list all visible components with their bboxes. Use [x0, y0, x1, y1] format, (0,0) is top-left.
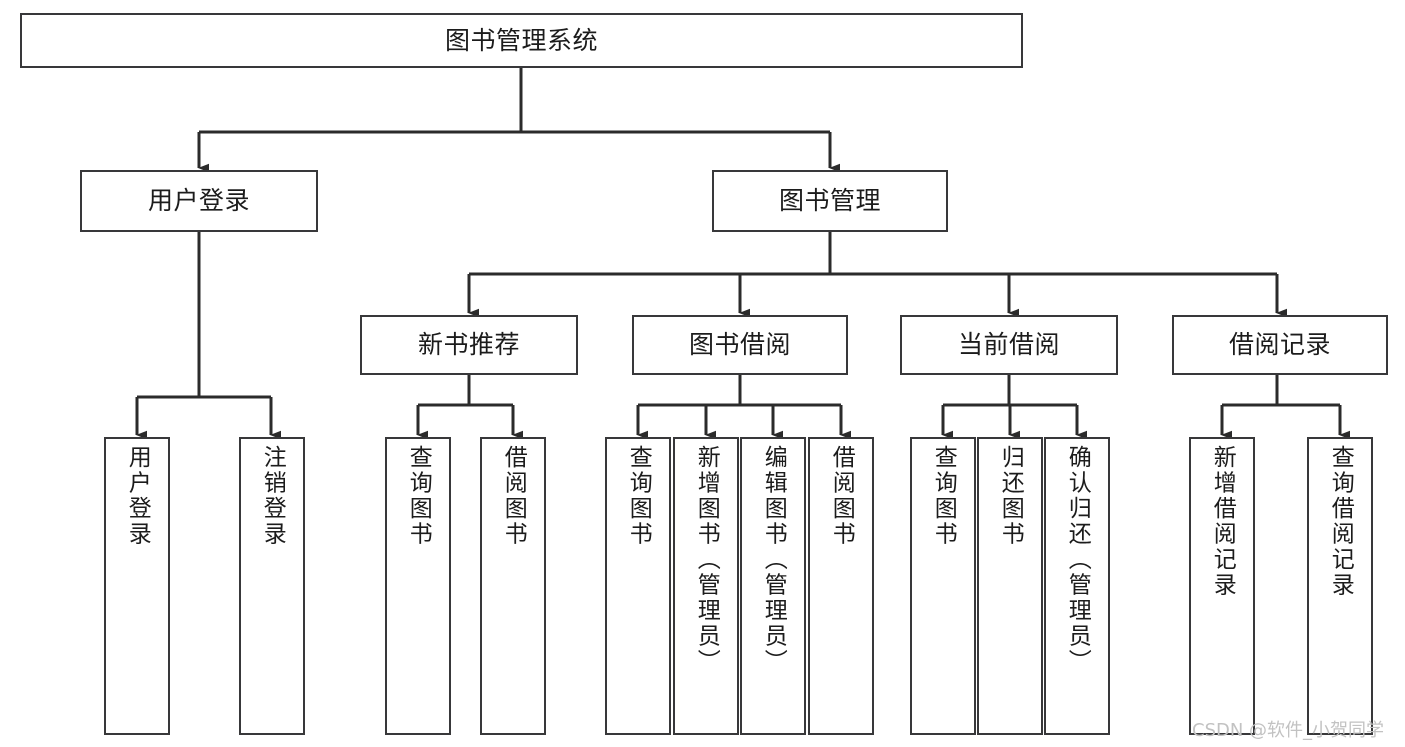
node-root-label: 图书管理系统: [444, 25, 598, 55]
node-leaf-query-book-1-label: 查询图书: [405, 445, 432, 547]
node-leaf-borrow-book-2[interactable]: 借阅图书: [808, 437, 874, 735]
node-leaf-confirm-return[interactable]: 确认归还（管理员）: [1044, 437, 1110, 735]
node-leaf-edit-book-label: 编辑图书（管理员）: [760, 445, 787, 675]
node-user-login[interactable]: 用户登录: [80, 170, 318, 232]
node-leaf-return-book[interactable]: 归还图书: [977, 437, 1043, 735]
node-leaf-logout-label: 注销登录: [259, 445, 286, 547]
node-book-manage-label: 图书管理: [778, 186, 881, 216]
node-current-borrow[interactable]: 当前借阅: [900, 315, 1118, 375]
node-borrow-record[interactable]: 借阅记录: [1172, 315, 1388, 375]
node-leaf-query-book-3[interactable]: 查询图书: [910, 437, 976, 735]
node-leaf-confirm-return-label: 确认归还（管理员）: [1064, 445, 1091, 675]
node-leaf-add-record[interactable]: 新增借阅记录: [1189, 437, 1255, 735]
node-leaf-query-record-label: 查询借阅记录: [1327, 445, 1354, 598]
node-leaf-user-login[interactable]: 用户登录: [104, 437, 170, 735]
node-leaf-add-book[interactable]: 新增图书（管理员）: [673, 437, 739, 735]
node-leaf-user-login-label: 用户登录: [124, 445, 151, 547]
node-new-book-recommend[interactable]: 新书推荐: [360, 315, 578, 375]
watermark-text: CSDN @软件_小贺同学: [1192, 720, 1385, 741]
node-leaf-borrow-book-1-label: 借阅图书: [500, 445, 527, 547]
node-borrow-record-label: 借阅记录: [1228, 330, 1331, 360]
node-book-manage[interactable]: 图书管理: [712, 170, 948, 232]
node-leaf-query-book-1[interactable]: 查询图书: [385, 437, 451, 735]
node-user-login-label: 用户登录: [147, 186, 250, 216]
node-leaf-borrow-book-2-label: 借阅图书: [828, 445, 855, 547]
node-leaf-query-book-3-label: 查询图书: [930, 445, 957, 547]
node-leaf-add-record-label: 新增借阅记录: [1209, 445, 1236, 598]
node-root[interactable]: 图书管理系统: [20, 13, 1023, 68]
node-leaf-return-book-label: 归还图书: [997, 445, 1024, 547]
node-leaf-query-record[interactable]: 查询借阅记录: [1307, 437, 1373, 735]
node-leaf-logout[interactable]: 注销登录: [239, 437, 305, 735]
node-leaf-borrow-book-1[interactable]: 借阅图书: [480, 437, 546, 735]
node-leaf-edit-book[interactable]: 编辑图书（管理员）: [740, 437, 806, 735]
node-current-borrow-label: 当前借阅: [957, 330, 1060, 360]
node-new-book-recommend-label: 新书推荐: [417, 330, 520, 360]
node-leaf-query-book-2-label: 查询图书: [625, 445, 652, 547]
node-leaf-query-book-2[interactable]: 查询图书: [605, 437, 671, 735]
node-book-borrow-label: 图书借阅: [688, 330, 791, 360]
node-leaf-add-book-label: 新增图书（管理员）: [693, 445, 720, 675]
node-book-borrow[interactable]: 图书借阅: [632, 315, 848, 375]
